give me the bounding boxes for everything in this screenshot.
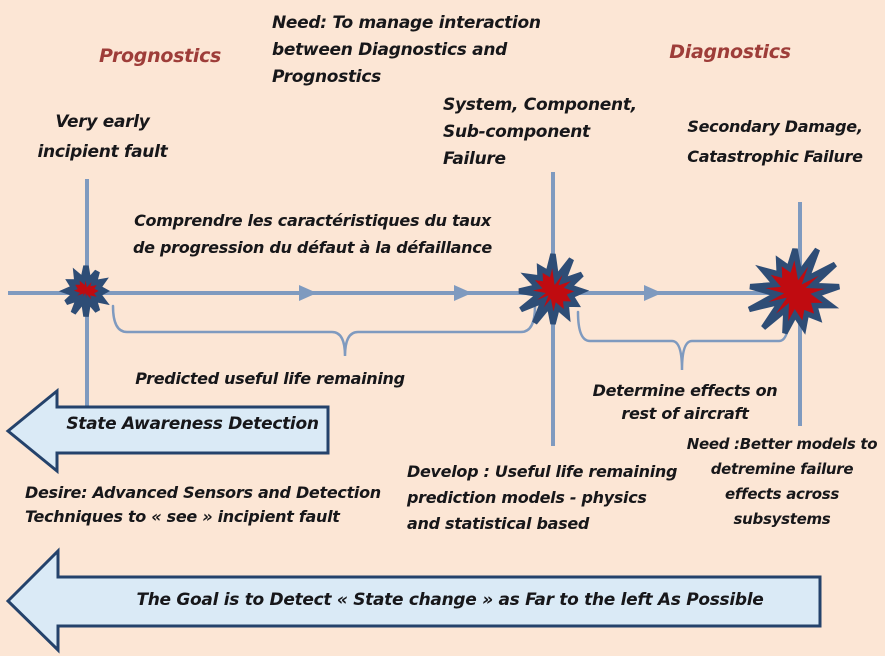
timeline-arrowhead-icon: [454, 285, 472, 301]
state-awareness-arrow: [5, 387, 330, 475]
prognostics-heading: Prognostics: [98, 45, 222, 67]
determine-effects-label: Determine effects on rest of aircraft: [592, 381, 778, 423]
predicted-life-label: Predicted useful life remaining: [135, 369, 405, 388]
brace-determine-effects: [576, 310, 791, 371]
starburst-incipient-fault-icon: [58, 265, 111, 317]
stage-system-failure-label: System, Component, Sub-component Failure: [443, 95, 637, 169]
stage-secondary-damage-label: Secondary Damage, Catastrophic Failure: [687, 117, 863, 166]
need-manage-note: Need: To manage interaction between Diag…: [272, 13, 541, 87]
timeline-arrowhead-icon: [644, 285, 662, 301]
stage-very-early-label: Very early incipient fault: [37, 112, 168, 162]
starburst-catastrophic-failure-icon: [747, 247, 841, 335]
starburst-component-failure-icon: [518, 253, 590, 325]
goal-arrow: [5, 547, 822, 654]
desire-callout: Desire: Advanced Sensors and Detection T…: [25, 483, 381, 526]
diagnostics-heading: Diagnostics: [669, 41, 791, 63]
develop-callout: Develop : Useful life remaining predicti…: [407, 462, 678, 533]
goal-arrow-label: The Goal is to Detect « State change » a…: [136, 590, 764, 610]
need-better-models-callout: Need :Better models to detremine failure…: [686, 435, 878, 528]
french-progression-note: Comprendre les caractéristiques du taux …: [133, 211, 492, 257]
timeline-arrowhead-icon: [299, 285, 317, 301]
state-awareness-arrow-label: State Awareness Detection: [66, 414, 319, 434]
brace-predicted-life: [111, 304, 537, 357]
